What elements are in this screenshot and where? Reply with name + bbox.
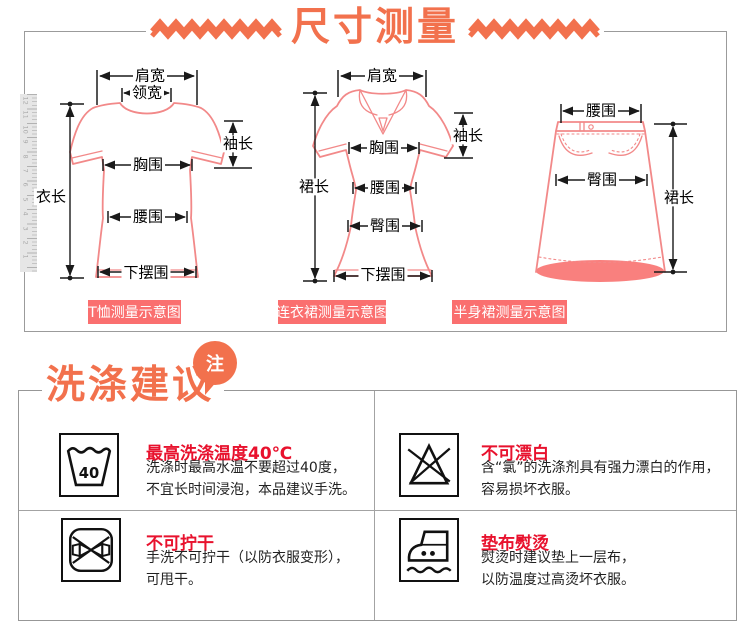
tshirt-caption-badge: T恤测量示意图 [88,300,181,324]
skirt-caption-badge: 半身裙测量示意图 [452,300,567,324]
dress-caption-badge: 连衣裙测量示意图 [276,300,388,324]
table-vertical-divider [374,391,375,620]
tshirt-length-label: 衣长 [33,187,69,206]
dress-chest-label: 胸围 [366,138,402,157]
skirt-hip-label: 臀围 [584,170,620,189]
wash-max-40-icon: 40 [59,433,119,497]
wash-item-desc: 手洗不可拧干（以防衣服变形）， 可甩干。 [146,550,349,589]
dress-length-label: 裙长 [296,177,332,196]
wash-item-desc: 熨烫时建议垫上一层布， 以防温度过高烫坏衣服。 [481,550,635,589]
iron-with-cloth-icon [399,518,459,582]
no-wring-icon [61,518,121,582]
tshirt-sleeve-length-label: 袖长 [220,134,256,153]
dress-sleeve-length-label: 袖长 [450,126,486,145]
skirt-waist-label: 腰围 [583,101,619,120]
dress-shoulder-width-label: 肩宽 [364,66,400,85]
skirt-length-label: 裙长 [661,188,697,207]
wash-item-title: 不可漂白 [481,444,549,464]
dress-hip-label: 臀围 [367,216,403,235]
note-badge-text: 注 [206,354,224,375]
wash-item-desc: 含“氯”的洗涤剂具有强力漂白的作用， 容易损坏衣服。 [481,460,720,499]
tshirt-collar-width-label: 领宽 [129,83,165,102]
wash-item-desc: 洗涤时最高水温不要超过40度， 不宜长时间浸泡，本品建议手洗。 [146,460,356,499]
wash-instructions-table: 40 最高洗涤温度40℃ 洗涤时最高水温不要超过40度， 不宜长时间浸泡，本品建… [18,390,737,621]
ruler-major-ticks [27,94,37,272]
table-horizontal-divider [19,510,736,511]
tshirt-waist-label: 腰围 [130,207,166,226]
no-bleach-icon [399,433,459,497]
tshirt-shoulder-width-label: 肩宽 [132,66,168,85]
tshirt-chest-label: 胸围 [130,155,166,174]
size-section-title-bar: 尺寸测量 [145,5,605,51]
note-badge-tail [205,380,218,395]
zigzag-right-decoration [468,18,600,40]
zigzag-left-decoration [150,18,282,40]
tshirt-hem-label: 下摆围 [121,263,171,282]
wash-item-title: 垫布熨烫 [481,534,549,554]
note-badge: 注 [193,341,237,385]
wash-item-title: 不可拧干 [146,534,214,554]
wash-temp-number: 40 [79,465,99,482]
wash-item-title: 最高洗涤温度40℃ [146,444,293,464]
dress-waist-label: 腰围 [367,178,403,197]
dress-hem-label: 下摆围 [358,265,408,284]
size-section-title: 尺寸测量 [290,5,460,50]
